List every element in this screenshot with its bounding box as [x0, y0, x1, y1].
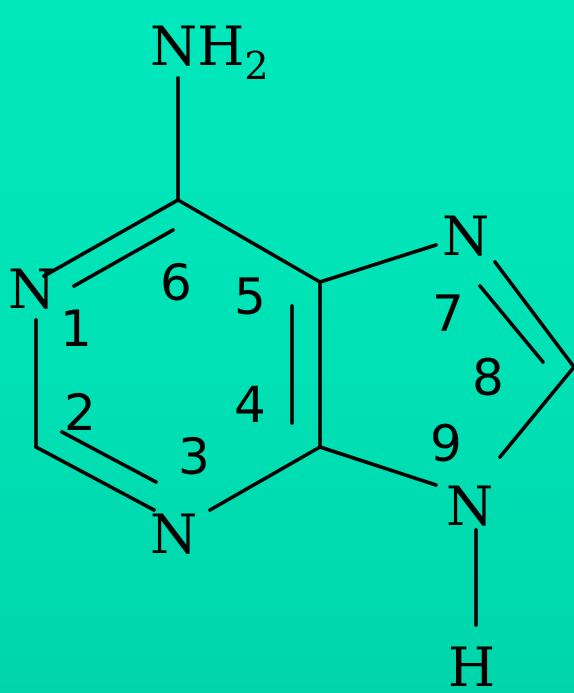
bond-c6-n1 [42, 198, 180, 278]
position-5: 5 [234, 268, 266, 326]
position-8: 8 [472, 349, 504, 407]
atom-labels: NH2 N N N N H [8, 15, 495, 693]
bond-c8-n9 [498, 365, 574, 459]
position-6: 6 [160, 254, 192, 312]
position-3: 3 [178, 428, 210, 486]
bond-c2-n3-inner [60, 430, 158, 484]
bond-c6-n1-inner [72, 228, 175, 288]
atom-n9: N [446, 475, 493, 538]
atom-h9: H [448, 636, 495, 693]
bond-n3-c4 [208, 445, 322, 512]
bond-c4-n9 [318, 445, 438, 487]
position-1: 1 [60, 300, 92, 358]
bond-n7-c8 [493, 260, 574, 369]
position-4: 4 [234, 376, 266, 434]
amine-label: NH2 [150, 15, 269, 88]
bond-c6-c5 [176, 198, 322, 284]
atom-n3: N [150, 503, 197, 566]
position-7: 7 [432, 285, 464, 343]
position-9: 9 [430, 415, 462, 473]
bond-c2-n3 [34, 445, 156, 512]
bonds [34, 76, 574, 627]
atom-n7: N [442, 205, 489, 268]
position-2: 2 [64, 384, 96, 442]
position-numbers: 1 2 3 4 5 6 7 8 9 [60, 254, 504, 486]
bond-n7-c8-inner [478, 284, 545, 364]
bond-c5-n7 [318, 243, 438, 284]
atom-n1: N [8, 258, 55, 321]
